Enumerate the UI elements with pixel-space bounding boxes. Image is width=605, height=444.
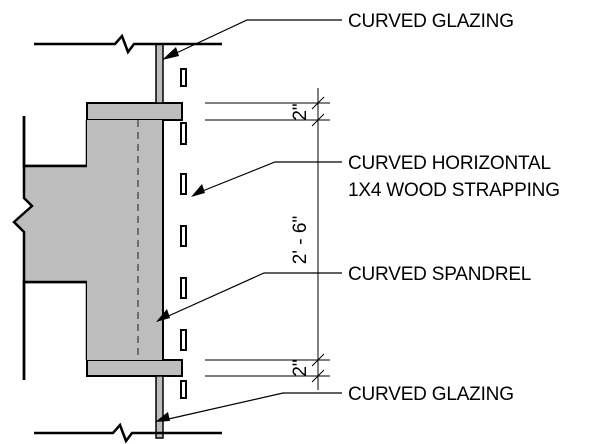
curved-glazing-upper: [155, 43, 164, 104]
label-strapping-line2: 1X4 WOOD STRAPPING: [348, 180, 560, 201]
break-line-bottom: [34, 422, 222, 444]
curved-glazing-lower: [155, 375, 164, 439]
label-strapping-line1: CURVED HORIZONTAL: [348, 153, 551, 174]
label-glazing-top: CURVED GLAZING: [348, 11, 514, 32]
label-spandrel: CURVED SPANDREL: [348, 264, 531, 285]
label-glazing-bottom: CURVED GLAZING: [348, 384, 514, 405]
dimension-bottom-gap: 2": [290, 359, 311, 376]
dimension-lines: [205, 88, 330, 390]
wood-strapping: [180, 68, 187, 399]
curved-spandrel: [87, 120, 163, 360]
slab-break-symbol: [12, 166, 34, 282]
leader-lines: [163, 19, 342, 421]
leader-arrowheads: [155, 47, 205, 422]
top-plate: [86, 102, 183, 121]
break-line-top: [34, 33, 222, 55]
dimension-overall: 2' - 6": [290, 216, 311, 264]
bottom-plate: [86, 359, 183, 377]
dimension-top-gap: 2": [290, 103, 311, 120]
